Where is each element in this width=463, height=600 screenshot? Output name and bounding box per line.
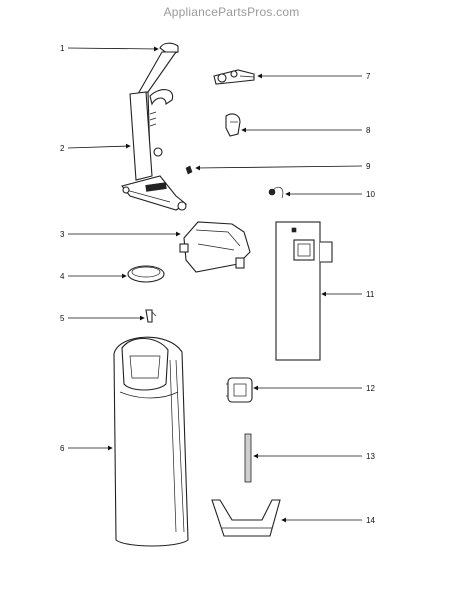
part-13-gasket-strip[interactable] [244, 433, 252, 483]
callout-numbers: 1 2 3 4 5 6 7 8 9 10 11 12 13 14 [60, 44, 375, 525]
part-upper-handle-assembly[interactable] [121, 42, 187, 211]
callout-4[interactable]: 4 [60, 272, 65, 281]
callout-10[interactable]: 10 [366, 190, 375, 199]
part-8-latch[interactable] [225, 113, 241, 137]
callout-3[interactable]: 3 [60, 230, 65, 239]
callout-7[interactable]: 7 [366, 72, 371, 81]
callout-8[interactable]: 8 [366, 126, 371, 135]
part-6-dust-canister[interactable] [113, 336, 189, 547]
part-14-bracket[interactable] [211, 499, 281, 537]
part-10-cord-clip[interactable] [268, 186, 284, 199]
callout-5[interactable]: 5 [60, 314, 65, 323]
callout-2[interactable]: 2 [60, 144, 65, 153]
callout-9[interactable]: 9 [366, 162, 371, 171]
part-3-housing[interactable] [179, 221, 251, 273]
callout-14[interactable]: 14 [366, 516, 375, 525]
callout-6[interactable]: 6 [60, 444, 65, 453]
part-5-clip[interactable] [145, 309, 157, 323]
part-4-disc-filter[interactable] [127, 265, 165, 283]
part-11-filter-bag[interactable] [275, 221, 333, 361]
callout-11[interactable]: 11 [366, 290, 375, 299]
callout-12[interactable]: 12 [366, 384, 375, 393]
part-7-agitator[interactable] [213, 69, 255, 85]
part-12-square-filter[interactable] [226, 377, 253, 403]
part-9-screw[interactable] [185, 165, 193, 175]
watermark: AppliancePartsPros.com [163, 5, 300, 19]
leader-lines [67, 46, 363, 523]
callout-13[interactable]: 13 [366, 452, 375, 461]
callout-1[interactable]: 1 [60, 44, 65, 53]
